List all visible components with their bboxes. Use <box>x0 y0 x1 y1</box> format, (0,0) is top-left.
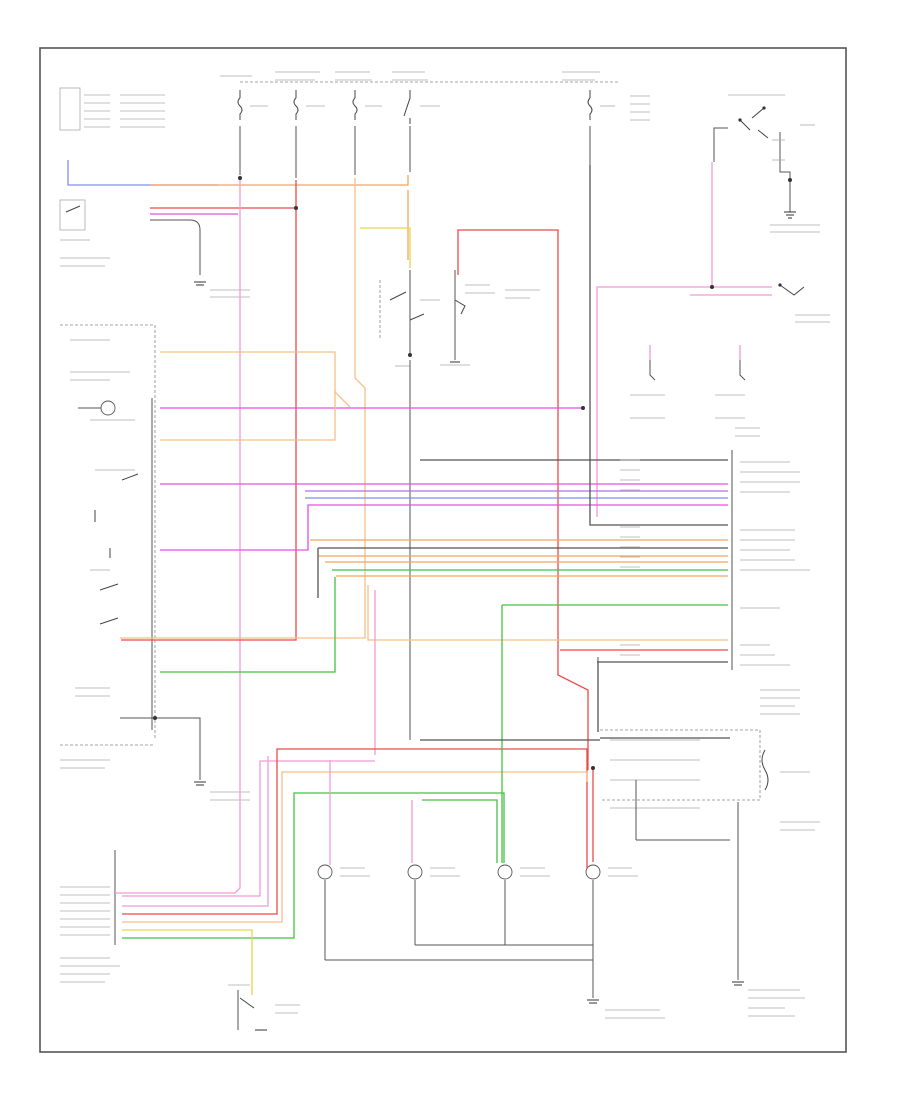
right-lower-module <box>600 729 820 980</box>
fuse-row <box>237 90 650 124</box>
center-relays <box>379 270 540 740</box>
bottom-switch <box>228 984 300 1031</box>
left-switch-block <box>60 324 156 769</box>
lamp-icon <box>317 864 333 880</box>
right-grey-wires <box>597 459 640 662</box>
bottom-left-connector <box>60 850 120 983</box>
headlamp-row <box>317 864 638 998</box>
bottom-grounds <box>587 981 805 1019</box>
lamp-icon <box>585 864 601 880</box>
fuse-wire-stubs <box>239 126 591 178</box>
left-ground-bottom <box>120 717 250 801</box>
junction-dots <box>153 176 792 770</box>
top-right-switch <box>713 94 815 212</box>
right-connector-block <box>731 450 810 715</box>
lamp-icon <box>497 864 513 880</box>
colored-wires <box>67 160 772 995</box>
lamp-icon <box>407 864 423 880</box>
instrument-icon <box>100 400 116 416</box>
hot-at-all-times-block <box>59 87 165 131</box>
diagram-frame <box>39 47 847 1053</box>
right-side-switches <box>630 283 830 437</box>
top-fuse-headers <box>220 71 620 83</box>
top-right-ground <box>770 211 820 233</box>
left-switch-top <box>59 199 250 298</box>
